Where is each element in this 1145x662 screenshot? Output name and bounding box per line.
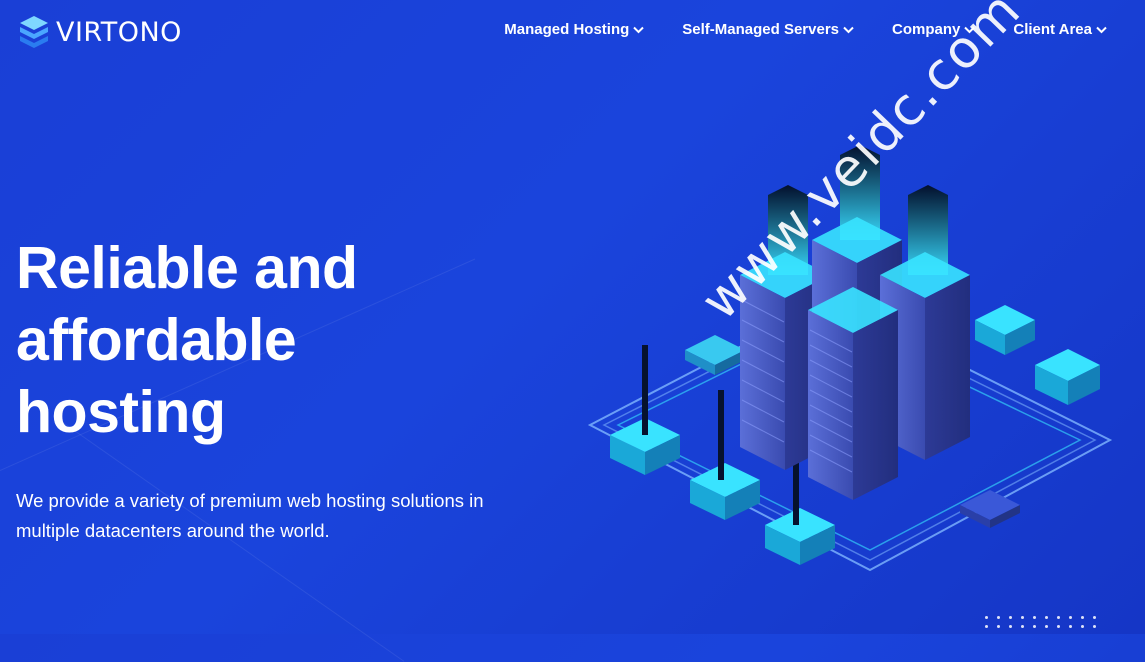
nav-company[interactable]: Company bbox=[892, 21, 976, 38]
layers-logo-icon bbox=[18, 14, 50, 50]
site-header: VIRTONO Managed Hosting Self-Managed Ser… bbox=[0, 0, 1145, 64]
light-beam bbox=[840, 145, 880, 240]
logo[interactable]: VIRTONO bbox=[18, 14, 182, 50]
nav-label: Company bbox=[892, 21, 961, 38]
nav-managed-hosting[interactable]: Managed Hosting bbox=[504, 21, 644, 38]
light-beam bbox=[908, 185, 948, 275]
glow-stack bbox=[610, 345, 680, 475]
hero-title-line: affordable bbox=[16, 307, 297, 373]
hero-subtitle: We provide a variety of premium web host… bbox=[16, 486, 556, 546]
logo-text: VIRTONO bbox=[56, 16, 182, 48]
nav-self-managed-servers[interactable]: Self-Managed Servers bbox=[682, 21, 854, 38]
server-tower bbox=[808, 287, 898, 500]
chevron-down-icon bbox=[633, 26, 644, 33]
hero-subtitle-line: We provide a variety of premium web host… bbox=[16, 490, 484, 511]
glow-stack bbox=[765, 455, 835, 565]
nav-label: Self-Managed Servers bbox=[682, 21, 840, 38]
server-illustration bbox=[580, 140, 1140, 600]
main-nav: Managed Hosting Self-Managed Servers Com… bbox=[466, 21, 1107, 38]
chevron-down-icon bbox=[1096, 26, 1107, 33]
hero-title-line: Reliable and bbox=[16, 235, 358, 301]
decorative-dots bbox=[985, 616, 1105, 628]
light-beam bbox=[768, 185, 808, 275]
chevron-down-icon bbox=[843, 26, 854, 33]
chevron-down-icon bbox=[964, 26, 976, 33]
hero-title-line: hosting bbox=[16, 379, 226, 445]
hero-subtitle-line: multiple datacenters around the world. bbox=[16, 520, 330, 541]
nav-label: Client Area bbox=[1013, 21, 1092, 38]
glow-stack bbox=[975, 305, 1035, 355]
hero-section: Reliable and affordable hosting We provi… bbox=[16, 232, 576, 546]
glow-stack bbox=[690, 390, 760, 520]
chip-node bbox=[960, 490, 1020, 528]
chip-node bbox=[685, 335, 745, 375]
nav-label: Managed Hosting bbox=[504, 21, 630, 38]
hero-title: Reliable and affordable hosting bbox=[16, 232, 576, 448]
glow-stack bbox=[1035, 349, 1100, 405]
nav-client-area[interactable]: Client Area bbox=[1013, 21, 1107, 38]
